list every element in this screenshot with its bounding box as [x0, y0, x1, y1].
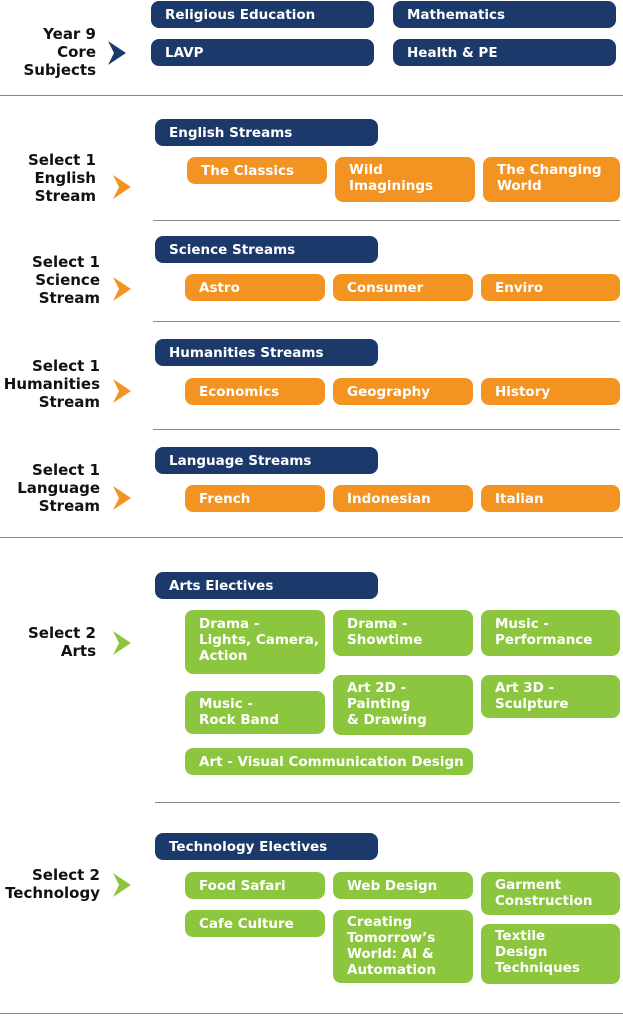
arts-option-drama-showtime: Drama -Showtime — [333, 610, 473, 656]
core-arrow-icon — [108, 41, 126, 65]
english-arrow-icon — [113, 175, 131, 199]
arts-option-art-visual-communication-design: Art - Visual Communication Design — [185, 748, 473, 775]
science-streams-header: Science Streams — [155, 236, 378, 263]
arts-option-drama-lights-camera-action: Drama -Lights, Camera,Action — [185, 610, 325, 674]
divider — [153, 429, 620, 430]
english-option-the-classics: The Classics — [187, 157, 327, 184]
core-subject-mathematics: Mathematics — [393, 1, 616, 28]
technology-arrow-icon — [113, 873, 131, 897]
divider — [0, 537, 623, 538]
arts-arrow-icon — [113, 631, 131, 655]
arts-option-art-3d-sculpture: Art 3D -Sculpture — [481, 675, 620, 718]
language-arrow-icon — [113, 486, 131, 510]
divider — [153, 321, 620, 322]
divider — [0, 1013, 623, 1014]
technology-option-cafe-culture: Cafe Culture — [185, 910, 325, 937]
language-option-italian: Italian — [481, 485, 620, 512]
science-option-astro: Astro — [185, 274, 325, 301]
divider — [0, 95, 623, 96]
humanities-option-economics: Economics — [185, 378, 325, 405]
science-arrow-icon — [113, 277, 131, 301]
core-subject-lavp: LAVP — [151, 39, 374, 66]
english-streams-header: English Streams — [155, 119, 378, 146]
humanities-option-geography: Geography — [333, 378, 473, 405]
language-option-indonesian: Indonesian — [333, 485, 473, 512]
language-streams-header: Language Streams — [155, 447, 378, 474]
core-subject-religious-education: Religious Education — [151, 1, 374, 28]
arts-electives-header: Arts Electives — [155, 572, 378, 599]
technology-option-food-safari: Food Safari — [185, 872, 325, 899]
arts-option-art-2d-painting-drawing: Art 2D -Painting& Drawing — [333, 675, 473, 735]
science-option-consumer: Consumer — [333, 274, 473, 301]
humanities-arrow-icon — [113, 379, 131, 403]
humanities-streams-header: Humanities Streams — [155, 339, 378, 366]
divider — [153, 220, 620, 221]
arts-option-music-performance: Music -Performance — [481, 610, 620, 656]
arts-option-music-rock-band: Music -Rock Band — [185, 691, 325, 734]
science-option-enviro: Enviro — [481, 274, 620, 301]
technology-electives-header: Technology Electives — [155, 833, 378, 860]
divider — [155, 802, 620, 803]
core-subject-health-pe: Health & PE — [393, 39, 616, 66]
humanities-option-history: History — [481, 378, 620, 405]
language-option-french: French — [185, 485, 325, 512]
technology-option-web-design: Web Design — [333, 872, 473, 899]
